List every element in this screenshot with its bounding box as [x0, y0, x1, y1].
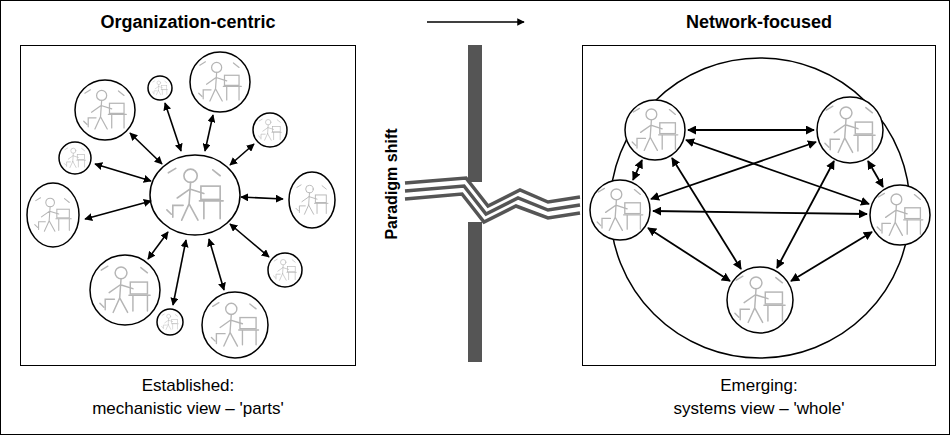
shift-arrow: [427, 21, 524, 23]
panel-caption: Emerging: systems view – 'whole': [582, 374, 936, 420]
network-circles: [590, 97, 930, 333]
network-sketches: [597, 106, 923, 322]
shift-bar: [468, 45, 482, 182]
shift-bar: [468, 222, 482, 362]
shift-label: Paradigm shift: [383, 128, 401, 239]
network-arrows: [633, 130, 883, 281]
panel-heading: Network-focused: [582, 12, 936, 33]
panel-caption: Established: mechanistic view – 'parts': [20, 374, 356, 420]
lightning-zigzag: [405, 178, 580, 222]
panel-node: Network-focusedEmerging: systems view – …: [582, 4, 936, 432]
panel-frame: [582, 45, 936, 366]
panel-frame: [20, 45, 356, 366]
panel-node: Organization-centricEstablished: mechani…: [20, 4, 356, 432]
actor-sketches: [35, 62, 328, 346]
network-boundary: [610, 58, 910, 358]
panel-heading: Organization-centric: [20, 12, 356, 33]
link-arrows: [85, 103, 283, 305]
actor-circles: [27, 52, 335, 358]
